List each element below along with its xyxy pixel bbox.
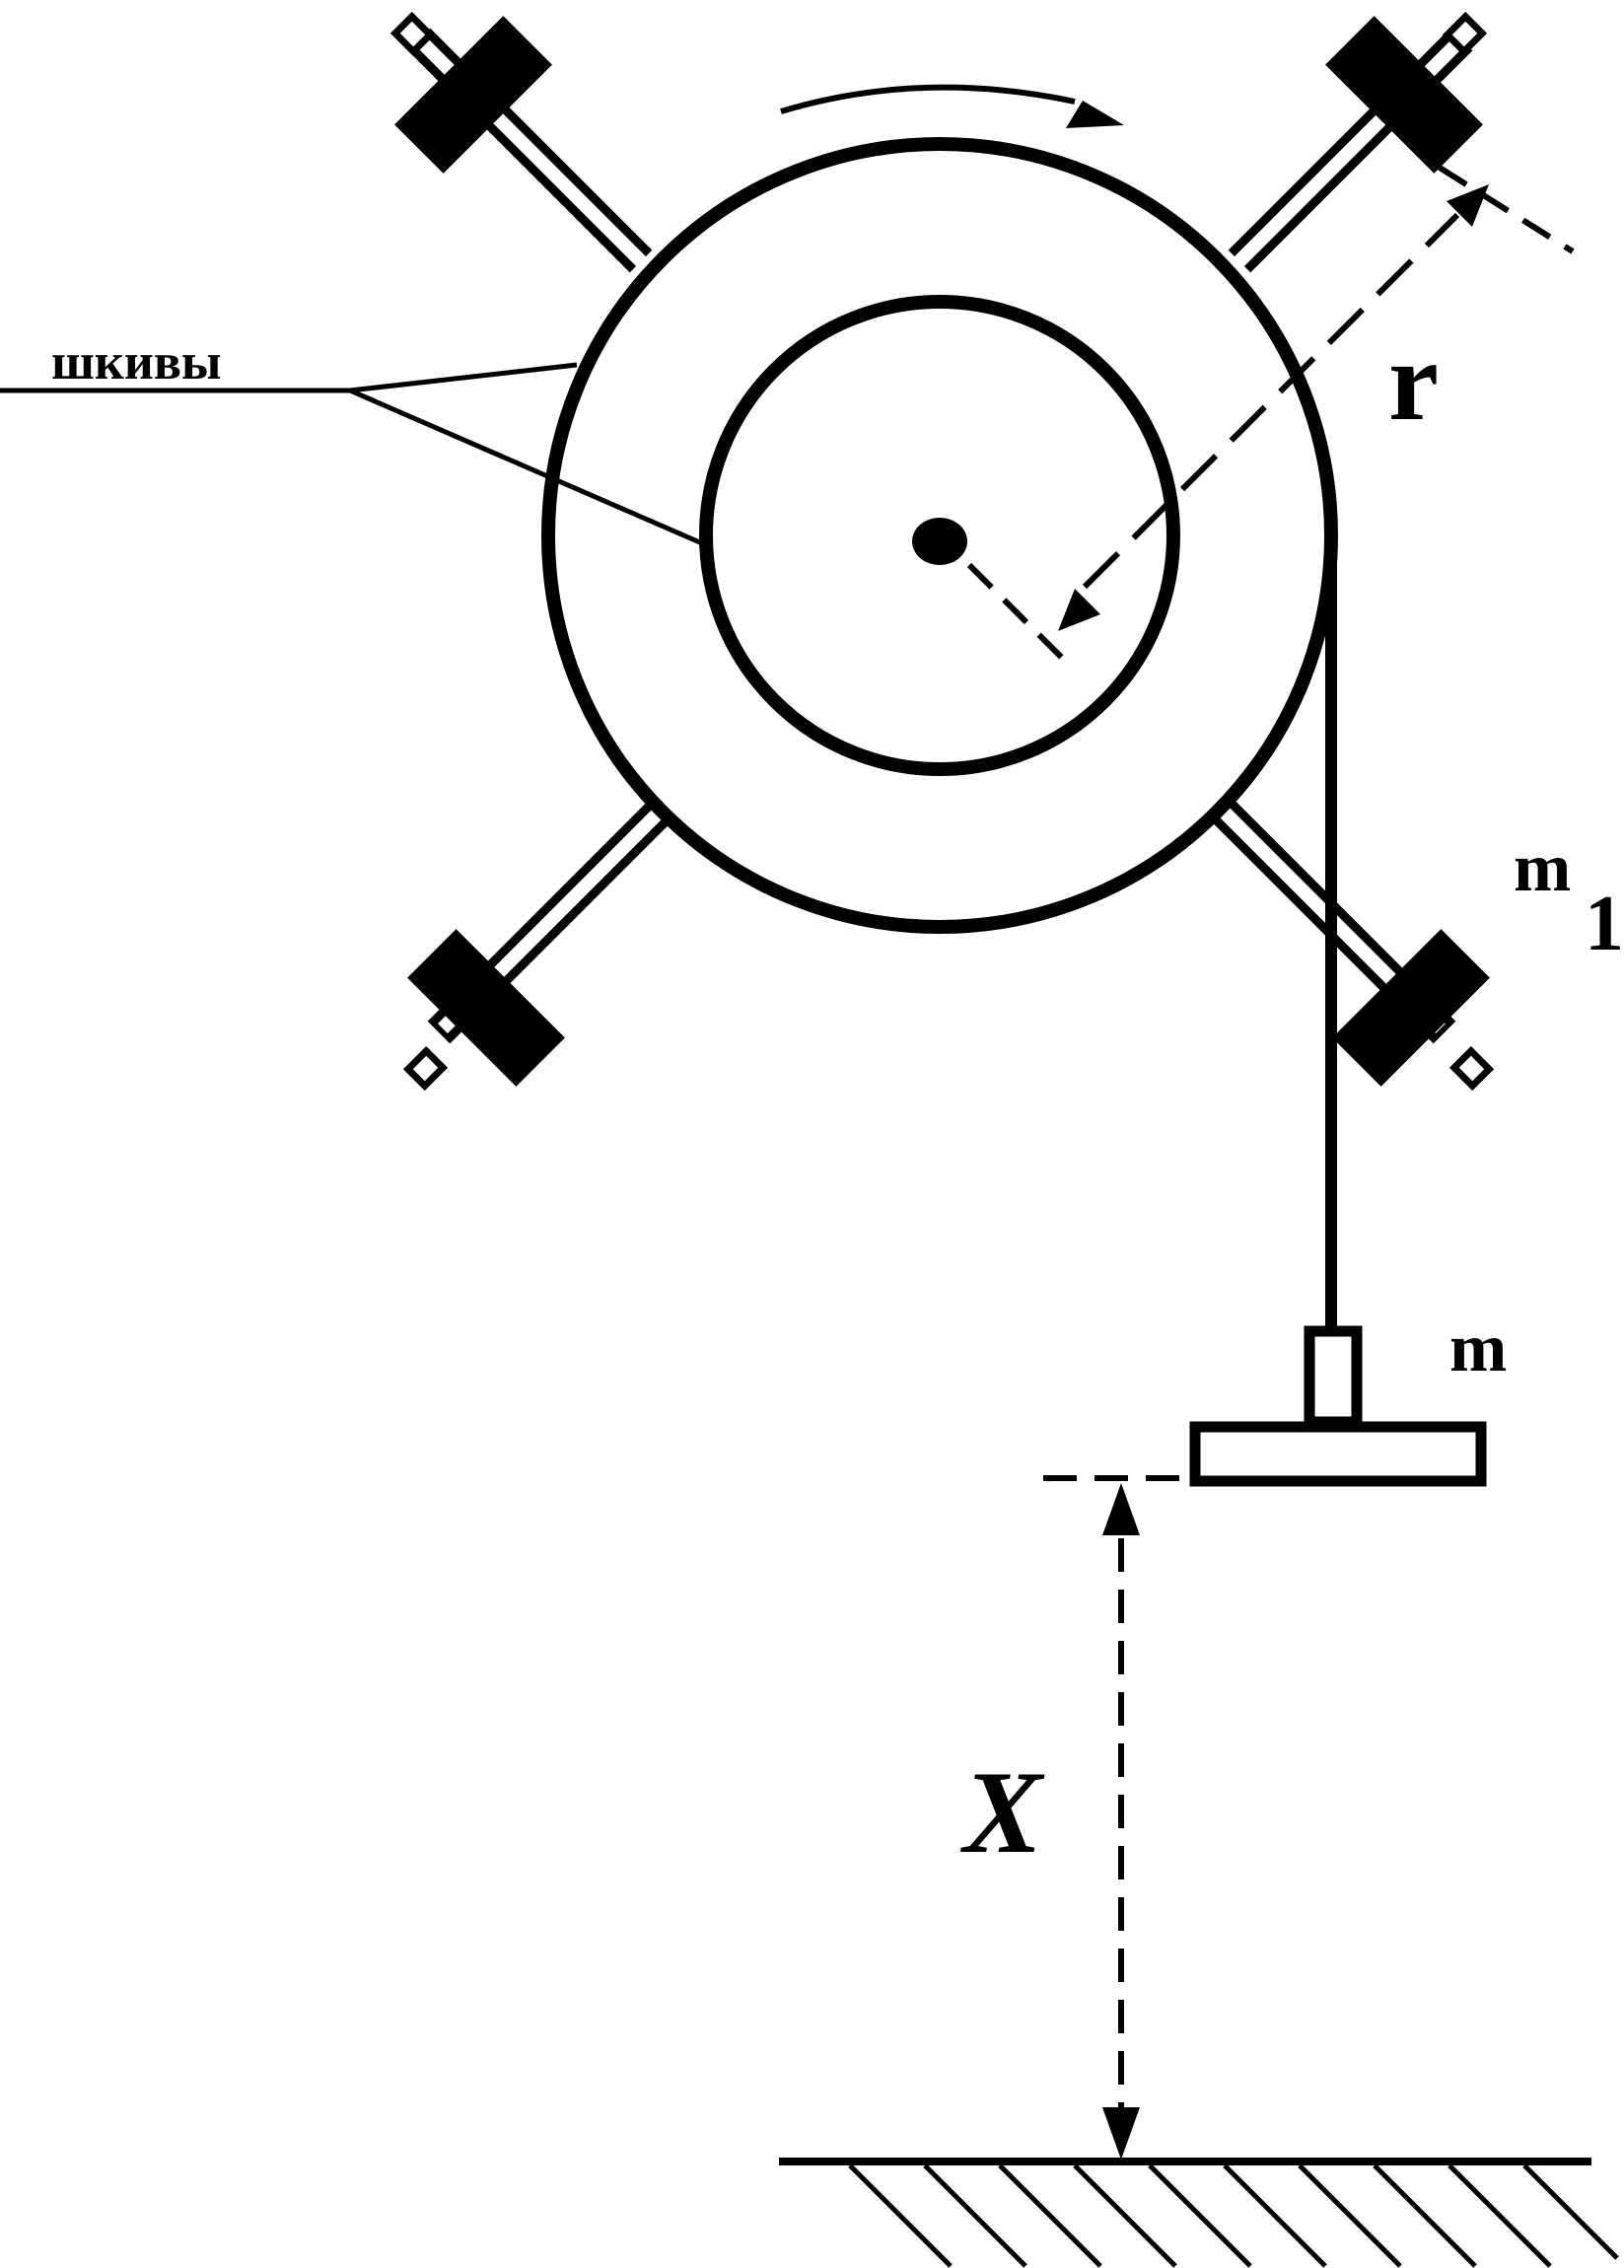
weight-upper-right <box>1325 11 1488 174</box>
weight-lower-left <box>402 929 565 1092</box>
hanging-load <box>1189 1325 1487 1487</box>
weight-upper-left <box>389 11 552 174</box>
load-mass-label: m <box>1449 1311 1507 1386</box>
weight-lower-right <box>1332 929 1495 1092</box>
radius-dimension <box>966 165 1575 672</box>
pulleys-label: шкивы <box>51 334 222 390</box>
weights <box>389 11 1495 1092</box>
floor <box>779 2158 1619 2268</box>
axle <box>912 518 967 565</box>
rod-mass-subscript: 1 <box>1585 881 1624 967</box>
height-dimension <box>1043 1475 1191 2160</box>
rotation-arrow <box>780 84 1124 128</box>
height-label: X <box>959 1746 1045 1878</box>
pulley-label-leaders <box>0 362 703 546</box>
radius-label: r <box>1388 319 1439 444</box>
rod-mass-label: m <box>1514 830 1571 906</box>
small-pulley <box>699 295 1180 776</box>
